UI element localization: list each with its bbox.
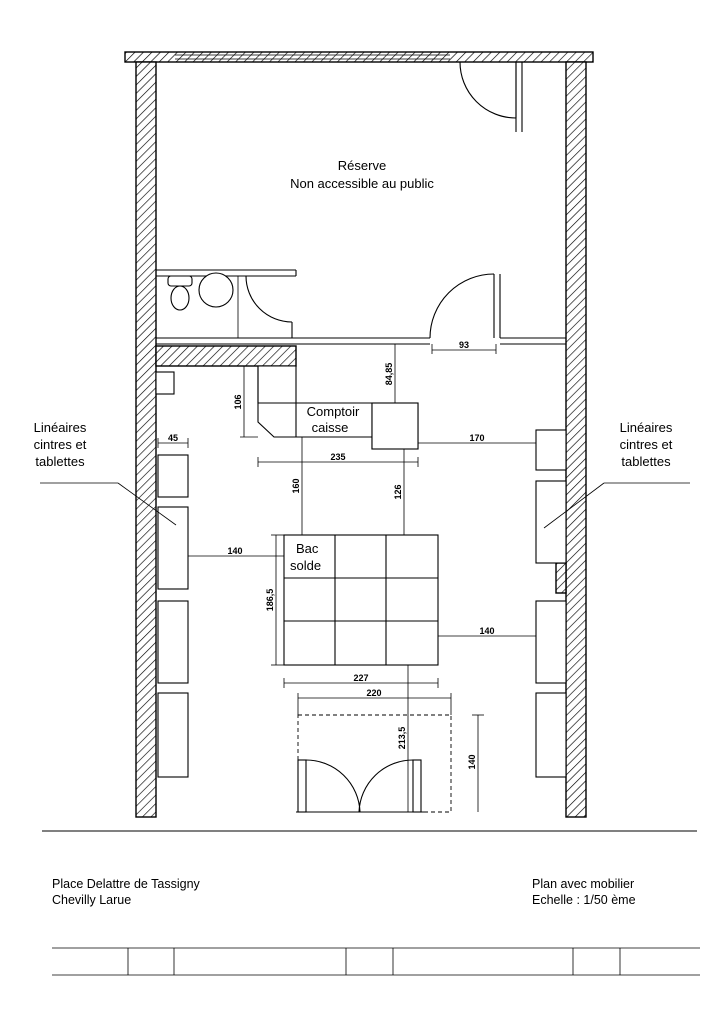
dim-comptoir-to-bac-left: 160 — [291, 478, 301, 493]
dim-bac-to-entrance: 213,5 — [397, 727, 407, 750]
dim-comptoir-to-bac-right: 126 — [393, 484, 403, 499]
lineaires-right-3: tablettes — [621, 454, 671, 469]
dim-bac-to-right: 140 — [479, 626, 494, 636]
lineaires-left-3: tablettes — [35, 454, 85, 469]
dim-comptoir-height: 106 — [233, 394, 243, 409]
address-block: Place Delattre de Tassigny Chevilly Laru… — [52, 876, 200, 908]
dim-comptoir-to-right: 170 — [469, 433, 484, 443]
dim-shelf-depth: 45 — [168, 433, 178, 443]
dimension-lines — [40, 343, 690, 812]
shelves-right — [535, 429, 567, 778]
reserve-label: Réserve — [338, 158, 386, 173]
plan-title: Plan avec mobilier — [532, 877, 635, 891]
dim-comptoir-to-wall: 84,85 — [384, 363, 394, 386]
address-line-2: Chevilly Larue — [52, 893, 132, 907]
dim-bac-to-left: 140 — [227, 546, 242, 556]
bac-label: Bac — [296, 541, 319, 556]
door-reserve-top — [459, 61, 517, 119]
dim-bac-height: 186,5 — [265, 589, 275, 612]
lineaires-left-1: Linéaires — [34, 420, 87, 435]
solde-label: solde — [290, 558, 321, 573]
reserve-note-label: Non accessible au public — [290, 176, 434, 191]
door-reserve — [429, 273, 501, 339]
comptoir-caisse — [257, 365, 419, 450]
dim-entrance-depth: 140 — [467, 754, 477, 769]
door-wc — [245, 275, 293, 338]
lineaires-left-2: cintres et — [34, 437, 87, 452]
entrance-doors — [296, 714, 452, 813]
dim-door-width: 93 — [459, 340, 469, 350]
dim-bac-width: 227 — [353, 673, 368, 683]
bac-solde — [283, 534, 439, 666]
exterior-walls — [124, 51, 594, 818]
title-block: Plan avec mobilier Echelle : 1/50 ème — [532, 876, 636, 908]
wc-fixtures — [167, 272, 234, 311]
caisse-label: caisse — [312, 420, 349, 435]
comptoir-label: Comptoir — [307, 404, 360, 419]
lineaires-right-2: cintres et — [620, 437, 673, 452]
title-block-lines — [42, 830, 700, 976]
shelves-left — [155, 371, 189, 778]
dim-comptoir-width: 235 — [330, 452, 345, 462]
address-line-1: Place Delattre de Tassigny — [52, 877, 200, 891]
plan-scale: Echelle : 1/50 ème — [532, 893, 636, 907]
dim-entrance-width: 220 — [366, 688, 381, 698]
lineaires-right-1: Linéaires — [620, 420, 673, 435]
